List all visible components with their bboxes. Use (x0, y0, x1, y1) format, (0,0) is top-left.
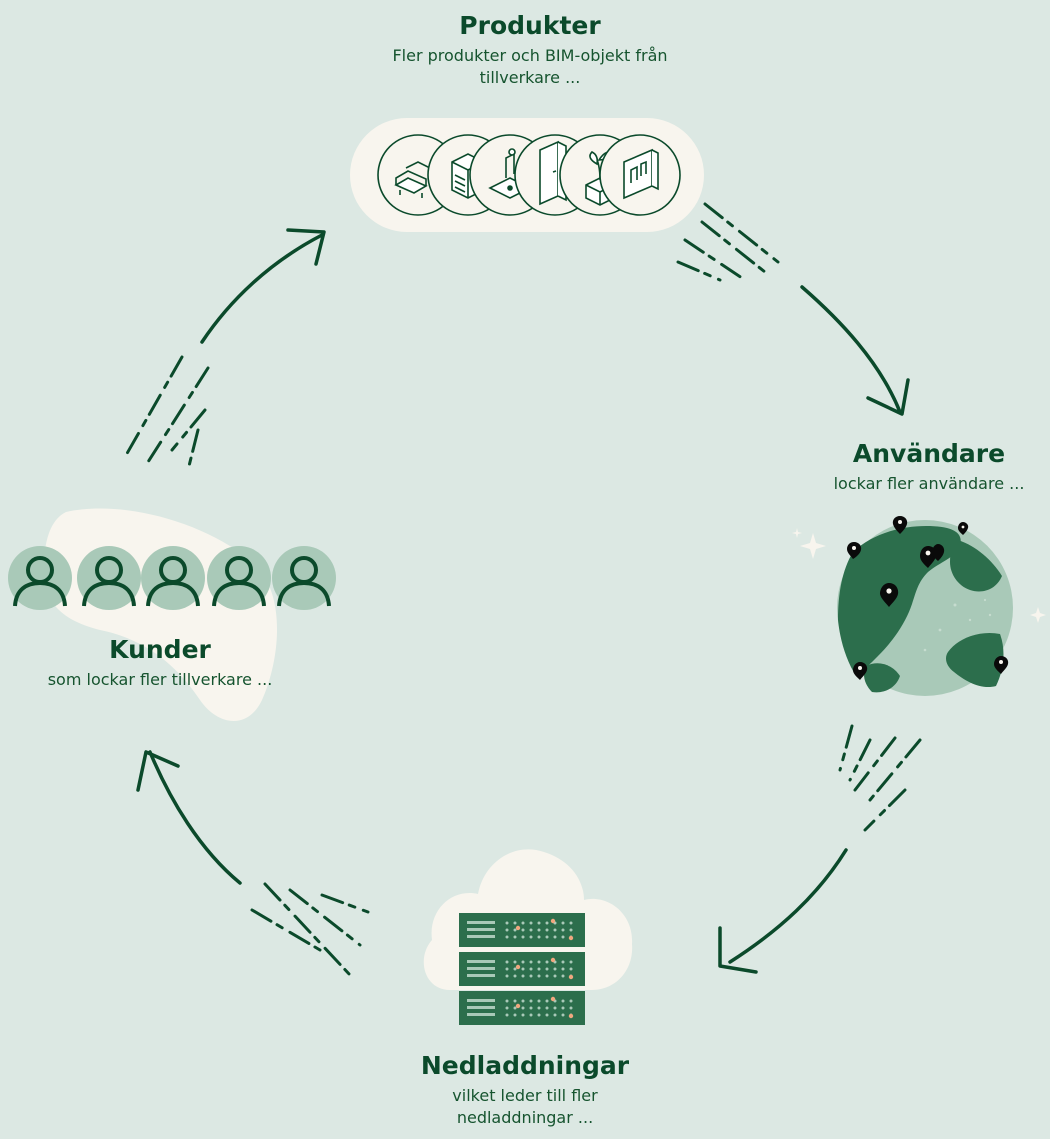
servers-group (459, 913, 585, 1025)
panel-icon (599, 134, 681, 216)
arrow-users-to-downloads (718, 724, 922, 974)
node-title: Produkter (459, 11, 601, 40)
server-icon (459, 991, 585, 1025)
node-anvandare: Användare lockar fler användare ... (800, 439, 1050, 495)
node-title: Användare (852, 439, 1006, 468)
location-pin-icon (847, 516, 1009, 680)
person-icon (272, 546, 336, 610)
person-icon (141, 546, 205, 610)
node-subtitle: vilket leder till fler nedladdningar ... (452, 1085, 598, 1128)
node-subtitle: Fler produkter och BIM-objekt från tillv… (392, 45, 668, 88)
globe-icon (792, 516, 1046, 696)
customers-group (8, 508, 336, 722)
person-icon (8, 546, 72, 610)
person-icon (77, 546, 141, 610)
sparkle-icon (792, 528, 802, 538)
node-subtitle: som lockar fler tillverkare ... (47, 669, 273, 689)
node-subtitle: lockar fler användare ... (833, 473, 1025, 493)
products-group (350, 118, 704, 232)
node-nedladdningar: Nedladdningar vilket leder till fler ned… (380, 1051, 670, 1130)
sparkle-icon (800, 533, 826, 559)
node-kunder: Kunder som lockar fler tillverkare ... (0, 635, 320, 691)
server-icon (459, 952, 585, 986)
arrow-downloads-to-customers (136, 750, 370, 977)
server-icon (459, 913, 585, 947)
node-produkter: Produkter Fler produkter och BIM-objekt … (370, 11, 690, 90)
arrow-customers-to-products (123, 228, 326, 472)
person-icon (207, 546, 271, 610)
node-title: Kunder (109, 635, 211, 664)
arrow-products-to-users (676, 202, 910, 416)
node-title: Nedladdningar (420, 1051, 630, 1080)
sparkle-icon (1030, 607, 1046, 623)
